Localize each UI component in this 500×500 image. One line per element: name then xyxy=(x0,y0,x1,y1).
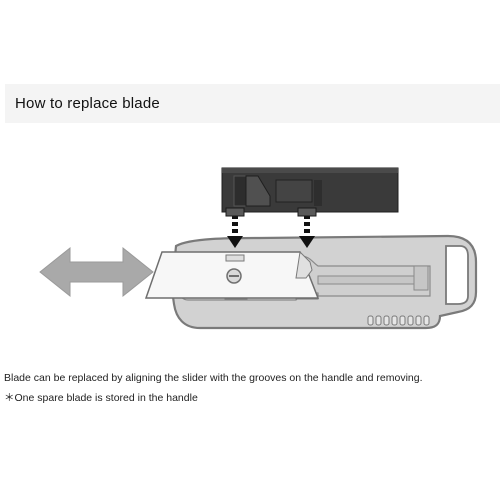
slider-icon xyxy=(221,167,399,217)
grip-ridges xyxy=(367,315,430,326)
section-header: How to replace blade xyxy=(5,84,500,123)
screw-icon xyxy=(226,268,242,284)
caption-spare-blade-note: ＊One spare blade is stored in the handle xyxy=(4,392,198,404)
section-title: How to replace blade xyxy=(15,95,160,112)
alignment-arrows xyxy=(227,215,315,248)
caption-replace-instructions: Blade can be replaced by aligning the sl… xyxy=(4,372,423,384)
blade-replacement-illustration xyxy=(39,167,478,330)
double-arrow-icon xyxy=(39,246,154,298)
